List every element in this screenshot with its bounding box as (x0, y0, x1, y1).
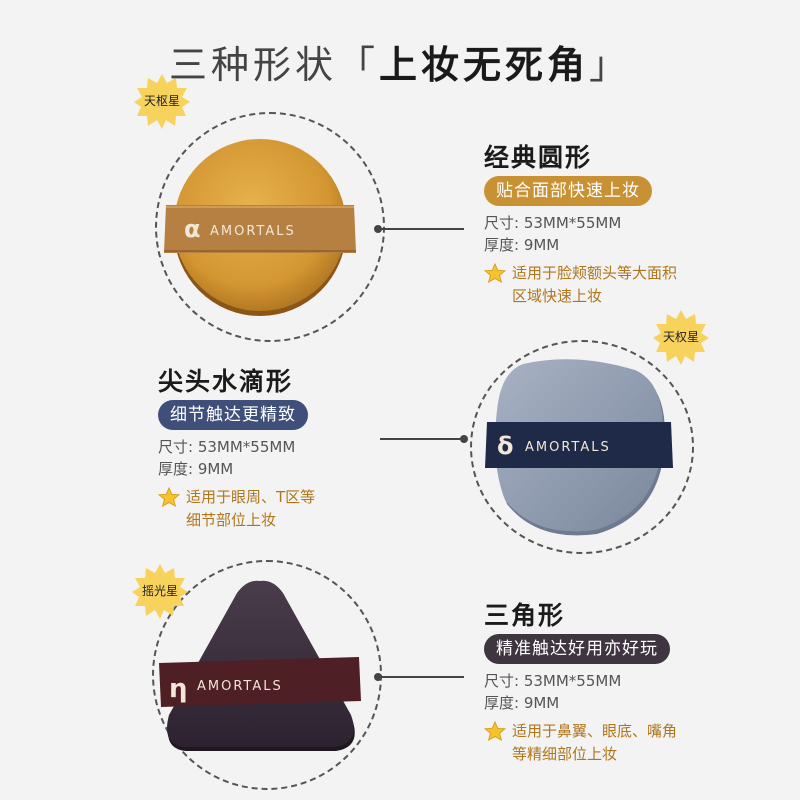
triangle-puff-tag: 精准触达好用亦好玩 (484, 634, 670, 664)
triangle-puff-logo: η (169, 674, 188, 704)
round-puff-connector (374, 225, 464, 233)
teardrop-puff-badge-label: 天权星 (662, 330, 699, 344)
page-title-suffix: 」 (589, 43, 632, 87)
round-puff-badge: 天枢星 (133, 72, 191, 130)
triangle-puff-size: 尺寸: 53MM*55MM (484, 672, 622, 690)
round-puff-frame (155, 112, 385, 342)
round-puff-brand: AMORTALS (210, 224, 296, 239)
triangle-puff-info: 三角形 精准触达好用亦好玩 尺寸: 53MM*55MM 厚度: 9MM 适用于鼻… (484, 596, 784, 766)
teardrop-puff-connector (380, 435, 468, 443)
teardrop-puff-note-line2: 细节部位上妆 (186, 511, 277, 529)
triangle-puff-image: η AMORTALS (159, 580, 361, 751)
round-puff-tag: 贴合面部快速上妆 (484, 176, 652, 206)
round-puff-image: α AMORTALS (164, 139, 356, 316)
teardrop-puff-tag: 细节触达更精致 (158, 400, 308, 430)
teardrop-puff-note-line1: 适用于眼周、T区等 (186, 488, 316, 506)
round-puff-thickness: 厚度: 9MM (484, 236, 560, 254)
badge-burst-icon (134, 74, 190, 129)
star-icon (484, 721, 506, 741)
triangle-puff-badge-label: 摇光星 (141, 584, 178, 598)
page-title-emphasis: 上妆无死角 (378, 43, 589, 87)
round-puff-logo: α (184, 215, 201, 243)
teardrop-puff-size: 尺寸: 53MM*55MM (158, 438, 296, 456)
page-title: 三种形状「上妆无死角」 (0, 34, 800, 87)
teardrop-puff-frame (470, 340, 694, 554)
teardrop-puff-title: 尖头水滴形 (158, 367, 294, 396)
teardrop-puff-image: δ AMORTALS (485, 359, 673, 536)
badge-burst-icon (653, 310, 709, 365)
page-title-prefix: 三种形状「 (168, 43, 379, 87)
round-puff-note-line2: 区域快速上妆 (512, 287, 603, 305)
triangle-puff-title: 三角形 (484, 601, 566, 630)
star-icon (484, 263, 506, 283)
triangle-puff-note-line2: 等精细部位上妆 (512, 745, 618, 763)
teardrop-puff-brand: AMORTALS (525, 440, 611, 455)
triangle-puff-connector (374, 673, 464, 681)
triangle-puff-badge: 摇光星 (131, 562, 189, 620)
teardrop-puff-info: 尖头水滴形 细节触达更精致 尺寸: 53MM*55MM 厚度: 9MM 适用于眼… (158, 362, 418, 532)
teardrop-puff-logo: δ (497, 432, 514, 460)
round-puff-badge-label: 天枢星 (143, 94, 180, 108)
round-puff-note-line1: 适用于脸颊额头等大面积 (512, 264, 678, 282)
teardrop-puff-thickness: 厚度: 9MM (158, 460, 234, 478)
teardrop-puff-badge: 天权星 (652, 308, 710, 366)
triangle-puff-note-line1: 适用于鼻翼、眼底、嘴角 (512, 722, 678, 740)
star-icon (158, 487, 180, 507)
round-puff-info: 经典圆形 贴合面部快速上妆 尺寸: 53MM*55MM 厚度: 9MM 适用于脸… (484, 138, 784, 308)
triangle-puff-brand: AMORTALS (197, 679, 283, 694)
badge-burst-icon (132, 564, 188, 619)
round-puff-title: 经典圆形 (484, 143, 593, 172)
triangle-puff-thickness: 厚度: 9MM (484, 694, 560, 712)
round-puff-size: 尺寸: 53MM*55MM (484, 214, 622, 232)
